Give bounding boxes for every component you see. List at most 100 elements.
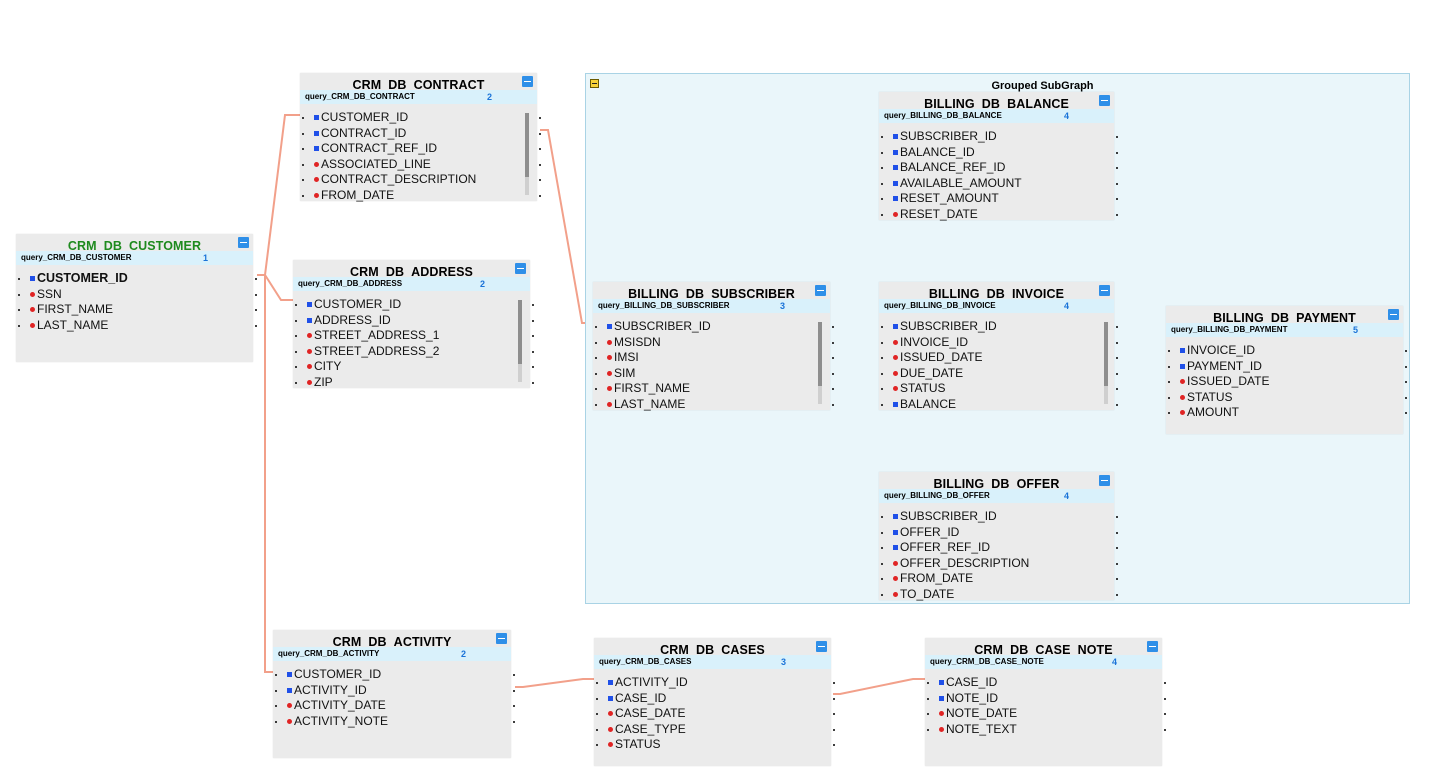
right-port[interactable] (539, 132, 541, 135)
column-row[interactable]: AMOUNT (1166, 405, 1407, 421)
column-row[interactable]: SSN (16, 287, 257, 303)
right-port[interactable] (255, 324, 257, 327)
left-port[interactable] (881, 213, 883, 216)
column-row[interactable]: CUSTOMER_ID (16, 271, 257, 287)
right-port[interactable] (833, 713, 835, 715)
column-row[interactable]: SIM (593, 366, 834, 382)
collapse-icon[interactable] (496, 633, 507, 644)
right-port[interactable] (1116, 151, 1118, 154)
left-port[interactable] (302, 132, 304, 135)
collapse-icon[interactable] (1099, 95, 1110, 106)
column-row[interactable]: CUSTOMER_ID (273, 667, 515, 683)
left-port[interactable] (596, 744, 598, 746)
right-port[interactable] (539, 179, 541, 181)
collapse-icon[interactable] (522, 76, 533, 87)
right-port[interactable] (532, 366, 534, 368)
column-row[interactable]: ACTIVITY_ID (273, 683, 515, 699)
column-row[interactable]: BALANCE_REF_ID (879, 160, 1118, 176)
right-port[interactable] (1405, 365, 1407, 368)
right-port[interactable] (1116, 198, 1118, 200)
right-port[interactable] (1116, 136, 1118, 138)
right-port[interactable] (1405, 381, 1407, 383)
left-port[interactable] (302, 117, 304, 119)
left-port[interactable] (881, 167, 883, 169)
column-row[interactable]: ISSUED_DATE (1166, 374, 1407, 390)
left-port[interactable] (295, 381, 297, 384)
collapse-icon[interactable] (1388, 309, 1399, 320)
left-port[interactable] (1168, 365, 1170, 368)
left-port[interactable] (295, 304, 297, 306)
right-port[interactable] (532, 319, 534, 322)
left-port[interactable] (881, 198, 883, 200)
collapse-icon[interactable] (815, 285, 826, 296)
column-row[interactable]: BALANCE (879, 397, 1118, 413)
left-port[interactable] (927, 713, 929, 715)
right-port[interactable] (513, 720, 515, 723)
column-row[interactable]: INVOICE_ID (1166, 343, 1407, 359)
left-port[interactable] (596, 713, 598, 715)
left-port[interactable] (595, 326, 597, 328)
right-port[interactable] (513, 705, 515, 707)
column-row[interactable]: STATUS (879, 381, 1118, 397)
right-port[interactable] (832, 357, 834, 359)
right-port[interactable] (255, 293, 257, 296)
right-port[interactable] (832, 403, 834, 406)
left-port[interactable] (927, 682, 929, 684)
column-row[interactable]: INVOICE_ID (879, 335, 1118, 351)
right-port[interactable] (539, 117, 541, 119)
right-port[interactable] (1116, 403, 1118, 406)
column-row[interactable]: CASE_ID (594, 691, 835, 707)
column-row[interactable]: SUBSCRIBER_ID (879, 319, 1118, 335)
right-port[interactable] (539, 148, 541, 150)
left-port[interactable] (881, 372, 883, 375)
column-row[interactable]: NOTE_DATE (925, 706, 1166, 722)
column-row[interactable]: FROM_DATE (300, 188, 541, 204)
right-port[interactable] (1164, 697, 1166, 700)
left-port[interactable] (295, 366, 297, 368)
left-port[interactable] (18, 324, 20, 327)
left-port[interactable] (275, 705, 277, 707)
column-row[interactable]: NOTE_TEXT (925, 722, 1166, 738)
column-row[interactable]: OFFER_DESCRIPTION (879, 556, 1118, 572)
column-row[interactable]: LAST_NAME (16, 318, 257, 334)
right-port[interactable] (255, 278, 257, 280)
column-row[interactable]: BALANCE_ID (879, 145, 1118, 161)
left-port[interactable] (275, 689, 277, 692)
left-port[interactable] (881, 593, 883, 596)
right-port[interactable] (832, 341, 834, 344)
right-port[interactable] (1405, 412, 1407, 414)
column-row[interactable]: CONTRACT_REF_ID (300, 141, 541, 157)
right-port[interactable] (832, 326, 834, 328)
left-port[interactable] (927, 728, 929, 731)
column-row[interactable]: FIRST_NAME (593, 381, 834, 397)
column-row[interactable]: TO_DATE (879, 587, 1118, 603)
scrollbar-thumb[interactable] (518, 300, 522, 364)
right-port[interactable] (1116, 357, 1118, 359)
right-port[interactable] (833, 744, 835, 746)
column-row[interactable]: OFFER_ID (879, 525, 1118, 541)
right-port[interactable] (1116, 593, 1118, 596)
column-row[interactable]: STATUS (1166, 390, 1407, 406)
right-port[interactable] (833, 697, 835, 700)
column-row[interactable]: RESET_AMOUNT (879, 191, 1118, 207)
right-port[interactable] (1116, 213, 1118, 216)
right-port[interactable] (1164, 728, 1166, 731)
column-row[interactable]: CASE_DATE (594, 706, 835, 722)
column-row[interactable]: CASE_ID (925, 675, 1166, 691)
collapse-icon[interactable] (238, 237, 249, 248)
left-port[interactable] (302, 163, 304, 166)
right-port[interactable] (832, 372, 834, 375)
column-row[interactable]: LAST_NAME (593, 397, 834, 413)
right-port[interactable] (833, 682, 835, 684)
right-port[interactable] (539, 194, 541, 197)
left-port[interactable] (275, 720, 277, 723)
left-port[interactable] (1168, 350, 1170, 352)
collapse-icon[interactable] (1147, 641, 1158, 652)
column-row[interactable]: CITY (293, 359, 534, 375)
